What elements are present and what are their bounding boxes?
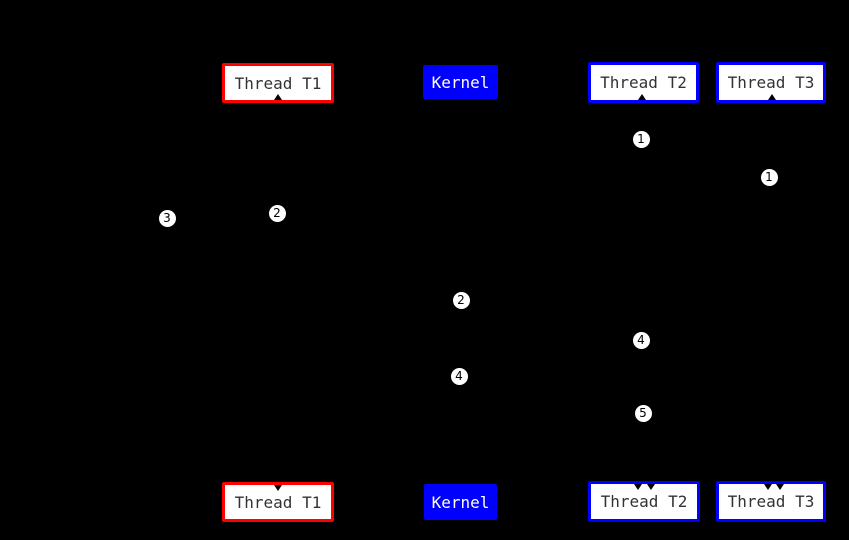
lifeline-box-kernel-bottom: Kernel [424, 484, 497, 520]
event-marker-number: 1 [765, 170, 773, 184]
lifeline-label-kernel: Kernel [431, 492, 490, 512]
arrowhead-tip-icon [274, 94, 282, 100]
lifeline-box-thread-t1-bottom: Thread T1 [222, 482, 334, 522]
event-marker-number: 4 [637, 333, 645, 347]
event-marker-number: 2 [457, 293, 465, 307]
event-marker-number: 5 [639, 406, 647, 420]
lifeline-label-thread-t3: Thread T3 [727, 492, 815, 511]
arrowhead-tip-icon [638, 94, 646, 100]
lifeline-label-thread-t2: Thread T2 [600, 492, 688, 511]
event-marker: 5 [633, 403, 653, 423]
arrowhead-tip-icon [647, 484, 655, 490]
event-marker-number: 3 [163, 211, 171, 225]
arrowhead-tip-icon [768, 94, 776, 100]
lifeline-label-thread-t1: Thread T1 [234, 492, 322, 512]
arrowhead-tip-icon [776, 484, 784, 490]
event-marker: 2 [267, 203, 287, 223]
event-marker: 3 [157, 208, 177, 228]
arrowhead-tip-icon [634, 484, 642, 490]
arrowhead-tip-icon [274, 485, 282, 491]
lifeline-label-thread-t2: Thread T2 [600, 73, 687, 92]
event-marker: 4 [631, 330, 651, 350]
lifeline-box-thread-t2-bottom: Thread T2 [588, 481, 700, 522]
lifeline-label-thread-t3: Thread T3 [727, 73, 815, 92]
lifeline-label-thread-t1: Thread T1 [234, 73, 322, 93]
lifeline-label-kernel: Kernel [431, 72, 490, 92]
event-marker: 1 [631, 129, 651, 149]
event-marker-number: 4 [455, 369, 463, 383]
event-marker-number: 2 [273, 206, 281, 220]
event-marker: 4 [449, 366, 469, 386]
event-marker: 2 [451, 290, 471, 310]
event-marker: 1 [759, 167, 779, 187]
lifeline-box-kernel-top: Kernel [423, 65, 498, 99]
arrowhead-tip-icon [764, 484, 772, 490]
event-marker-number: 1 [637, 132, 645, 146]
